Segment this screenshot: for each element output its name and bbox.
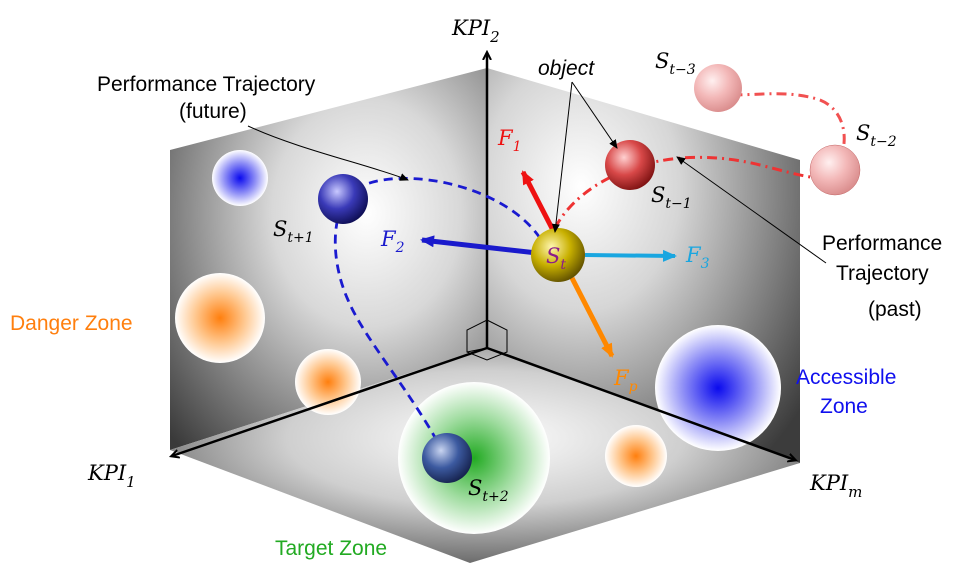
- force-label-f1: F1: [497, 126, 522, 155]
- past-trajectory-label-line3: (past): [868, 298, 922, 321]
- target-zone-blob: [398, 382, 550, 534]
- state-label-st-minus2: St−2: [856, 121, 897, 150]
- force-f2-arrow: [420, 235, 538, 256]
- axis-kpim: [486, 346, 795, 460]
- state-st-plus1-ball: [318, 174, 368, 224]
- future-trajectory-label-line2: (future): [179, 100, 247, 123]
- danger-zone-blob: [175, 273, 265, 363]
- object-label: object: [538, 57, 595, 80]
- force-f1-arrow: [520, 170, 560, 240]
- state-st-plus2-ball: [422, 433, 472, 483]
- past-trajectory-path-2: [731, 92, 846, 166]
- target-zone-label: Target Zone: [275, 537, 387, 560]
- accessible-zone-label-line2: Zone: [820, 395, 868, 418]
- state-st-minus2-ball: [809, 144, 861, 196]
- state-label-st-plus2: St+2: [468, 476, 509, 505]
- force-fp-arrow: [569, 276, 615, 358]
- axis-kpi1: [172, 346, 488, 456]
- state-label-st: St: [546, 244, 566, 273]
- future-trajectory-label-line1: Performance Trajectory: [97, 73, 316, 96]
- state-st-ball: [531, 228, 585, 282]
- state-label-st-plus1: St+1: [273, 217, 314, 246]
- past-trajectory-label-line2: Trajectory: [836, 262, 929, 285]
- force-f3-arrow: [584, 249, 677, 262]
- object-pointer-1: [571, 81, 618, 149]
- origin-cube: [466, 319, 508, 361]
- force-label-f3: F3: [685, 243, 710, 272]
- future-trajectory-pointer: [247, 125, 409, 181]
- past-trajectory-label-line1: Performance: [822, 232, 942, 255]
- danger-zone-blob-3: [605, 425, 667, 487]
- state-label-st-minus1: St−1: [651, 183, 692, 212]
- axis-label-kpi2: KPI2: [451, 16, 500, 46]
- danger-zone-blob-small: [212, 150, 268, 206]
- past-trajectory-pointer: [676, 156, 827, 264]
- state-st-minus1-ball: [605, 140, 655, 190]
- force-label-f2: F2: [380, 227, 405, 256]
- force-label-fp: Fp: [613, 366, 638, 395]
- accessible-zone-label-line1: Accessible: [796, 366, 896, 389]
- danger-zone-label: Danger Zone: [10, 312, 133, 335]
- object-pointer-2: [551, 81, 573, 233]
- danger-zone-blob-2: [295, 349, 361, 415]
- axis-label-kpim: KPIm: [809, 471, 862, 501]
- axis-label-kpi1: KPI1: [87, 461, 136, 491]
- state-st-minus3-ball: [694, 64, 742, 112]
- state-label-st-minus3: St−3: [655, 49, 696, 78]
